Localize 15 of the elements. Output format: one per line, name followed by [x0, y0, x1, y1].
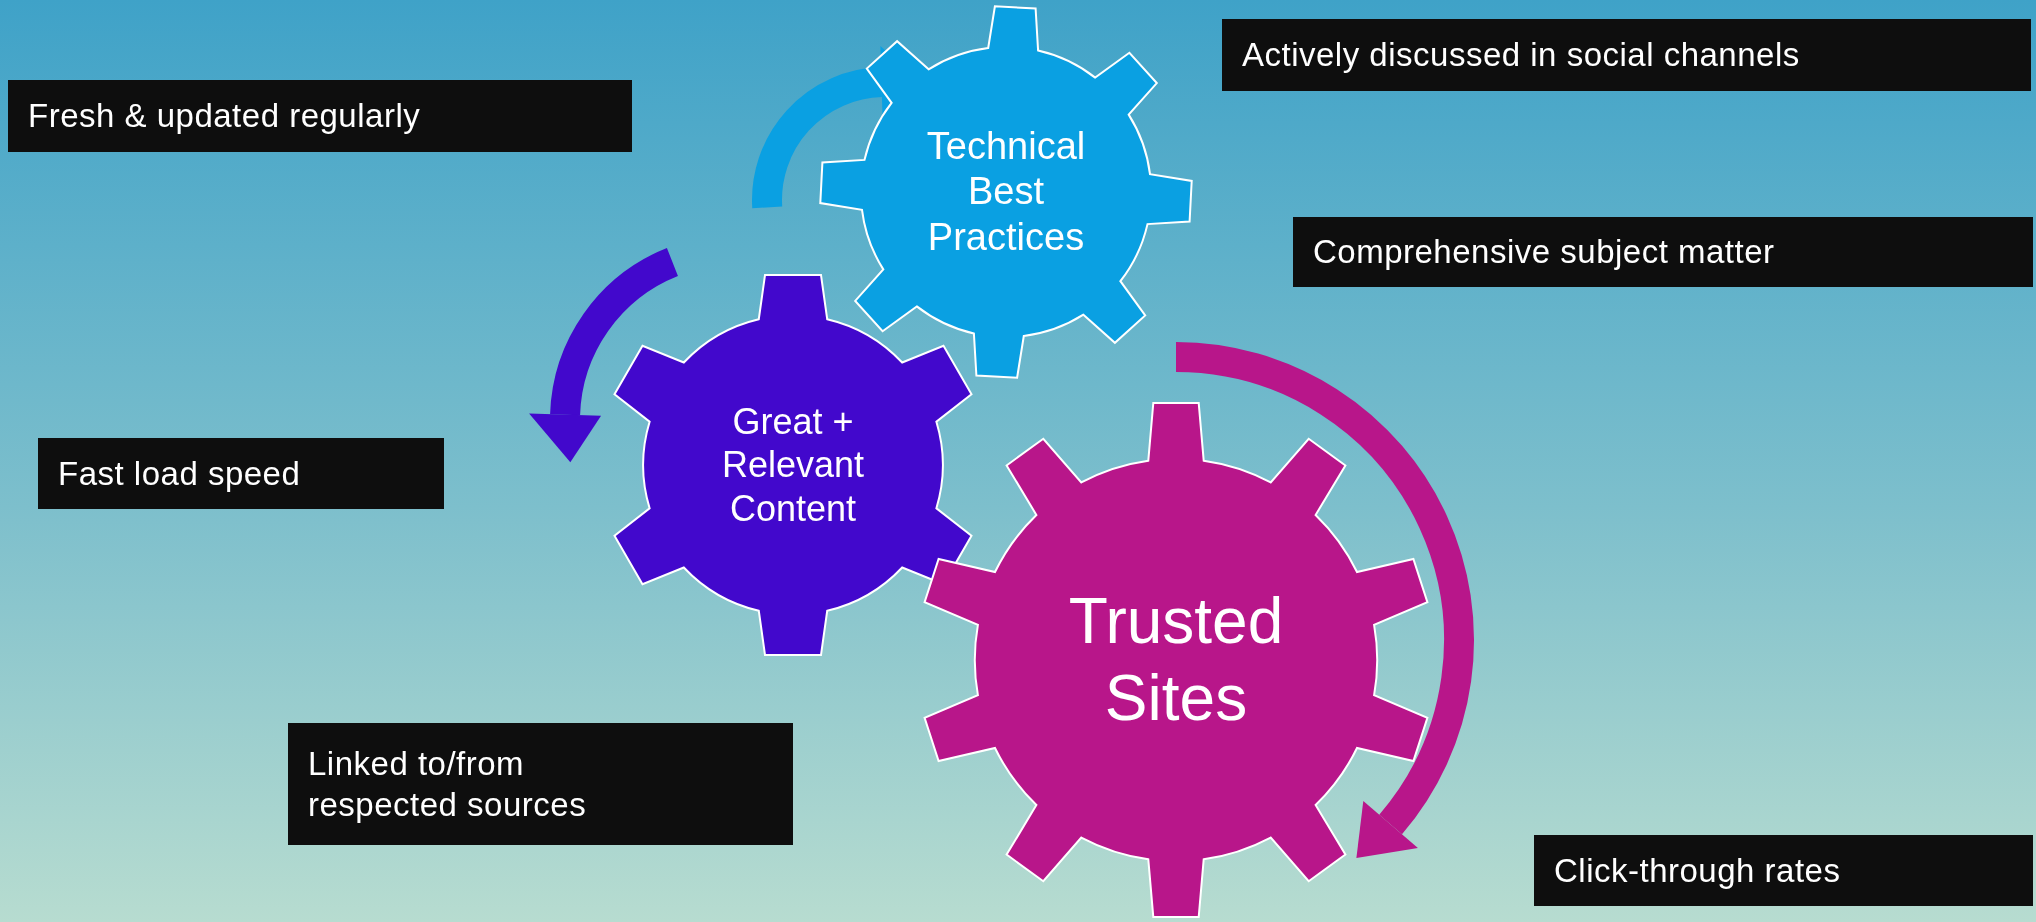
label-text: Actively discussed in social channels: [1242, 35, 1800, 76]
label-text: Fresh & updated regularly: [28, 96, 421, 137]
label-text: Linked to/from respected sources: [308, 743, 588, 825]
gear-label: Trusted Sites: [1067, 584, 1285, 736]
label-text: Fast load speed: [58, 453, 301, 494]
text-box: [1534, 835, 2033, 906]
gear-label: Great + Relevant Content: [720, 400, 866, 530]
label-text: Comprehensive subject matter: [1313, 232, 1775, 273]
text-box: [1293, 217, 2033, 287]
label-text: Click-through rates: [1554, 850, 1841, 891]
text-box: [8, 80, 632, 152]
text-box: [288, 723, 793, 845]
gear-label: Technical Best Practices: [925, 123, 1087, 260]
text-box: [38, 438, 444, 509]
text-box: [1222, 19, 2031, 91]
